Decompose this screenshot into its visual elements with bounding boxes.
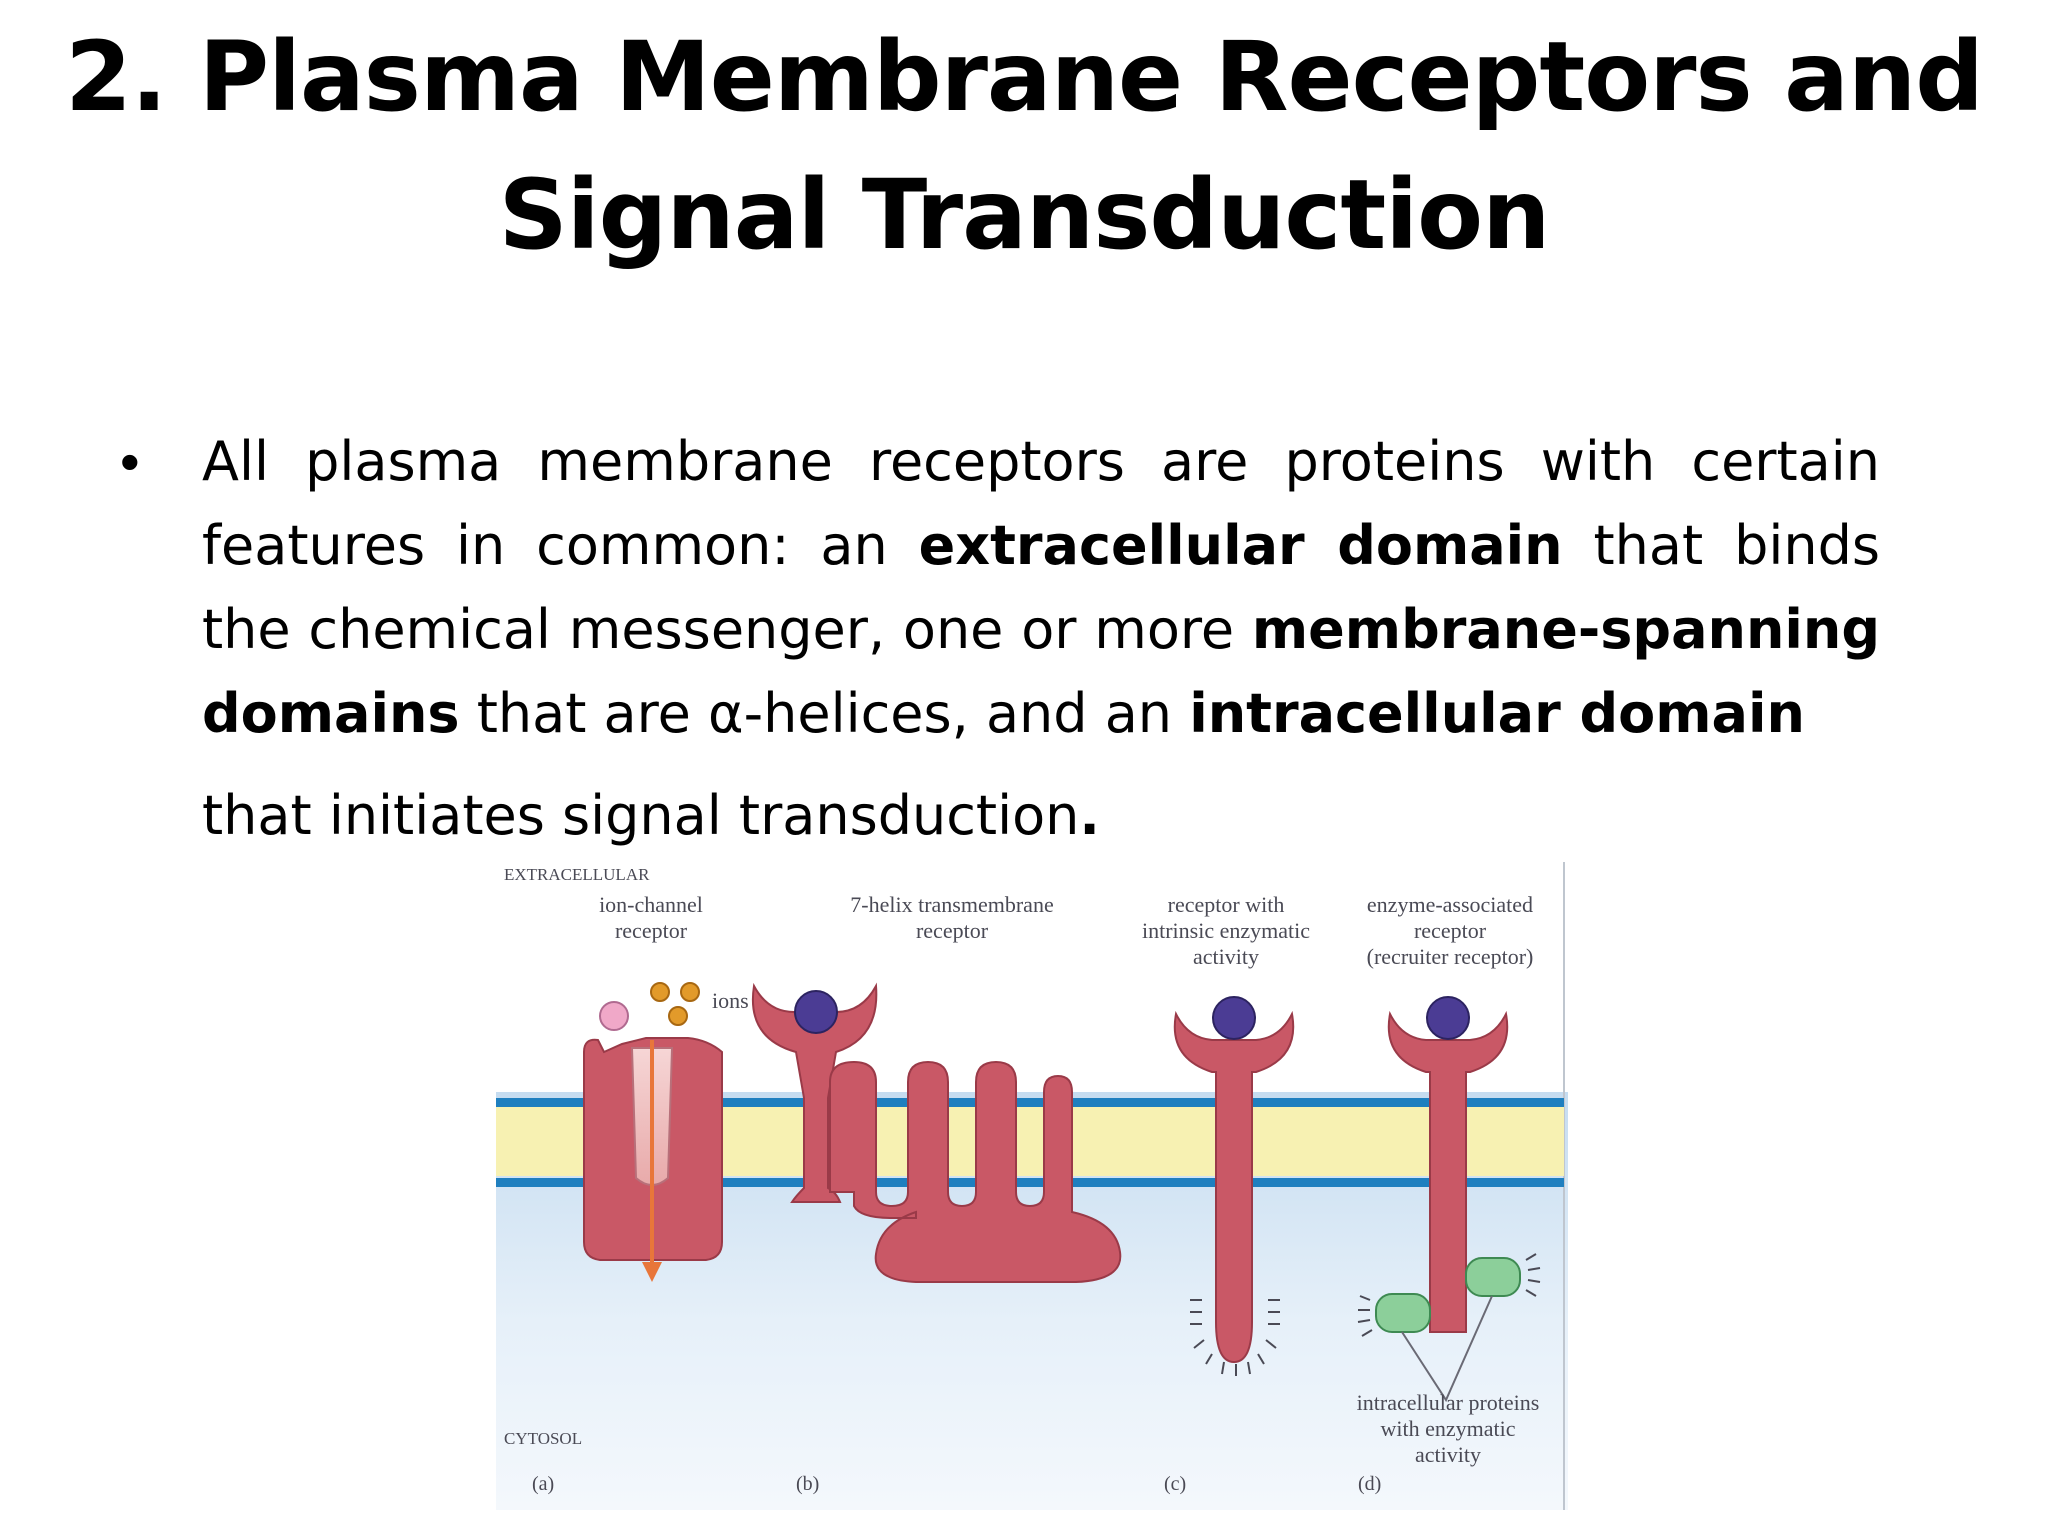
channel-ligand [599, 1001, 629, 1031]
bullet-text-last-line: that initiates signal transduction. [202, 774, 1880, 858]
panel-d-label-line-2: receptor [1414, 918, 1487, 943]
ion-flow-arrowhead [642, 1262, 662, 1282]
receptor-types-figure: EXTRACELLULAR CYTOSOL ion-channel recept… [496, 862, 1568, 1510]
intracellular-proteins-label-line-1: intracellular proteins [1357, 1390, 1540, 1415]
panel-b-7-helix-receptor: 7-helix transmembrane receptor (b) [751, 892, 1122, 1495]
enzymatic-receptor-protein [1173, 1010, 1295, 1364]
bullet-text: All plasma membrane receptors are protei… [202, 420, 1880, 858]
enzyme-associated-receptor-ligand [1426, 996, 1470, 1040]
bullet-text-part-1: All plasma membrane receptors are protei… [202, 430, 1880, 577]
panel-a-letter: (a) [532, 1473, 554, 1495]
cytosol-label: CYTOSOL [504, 1429, 582, 1448]
intracellular-enzyme-protein [1375, 1293, 1431, 1333]
intracellular-proteins-label-line-3: activity [1415, 1442, 1481, 1467]
slide-title-line-2: Signal Transduction [498, 159, 1551, 271]
panel-d-enzyme-associated-receptor: enzyme-associated receptor (recruiter re… [1357, 892, 1541, 1495]
seven-helix-domains [829, 1060, 1122, 1283]
activity-rays [1190, 1299, 1280, 1376]
bullet-text-part-3: that are α-helices, and an [459, 682, 1190, 745]
intracellular-proteins-label-line-2: with enzymatic [1380, 1416, 1515, 1441]
panel-a-label-line-1: ion-channel [599, 892, 703, 917]
enzymatic-receptor-ligand [1212, 996, 1256, 1040]
ion-particle [680, 982, 700, 1002]
pointer-lines [1401, 1295, 1493, 1403]
bullet-text-part-2: that binds the chemical messenger, one o… [202, 514, 1880, 661]
term-membrane-spanning-domains: membrane-spanning domains [202, 598, 1880, 745]
panel-c-label-line-1: receptor with [1168, 892, 1285, 917]
panel-b-label-line-1: 7-helix transmembrane [850, 892, 1053, 917]
panel-c-letter: (c) [1164, 1473, 1186, 1495]
panel-d-label-line-1: enzyme-associated [1367, 892, 1533, 917]
panel-b-label-line-2: receptor [916, 918, 989, 943]
panel-d-label-line-3: (recruiter receptor) [1367, 944, 1534, 969]
slide-title: 2. Plasma Membrane Receptors and Signal … [0, 8, 2048, 284]
panel-d-letter: (d) [1358, 1473, 1381, 1495]
panel-c-label-line-3: activity [1193, 944, 1259, 969]
gpcr-ligand [794, 990, 838, 1034]
bullet-period: . [1079, 784, 1100, 847]
intracellular-enzyme-protein [1465, 1257, 1521, 1297]
panel-a-label-line-2: receptor [615, 918, 688, 943]
panel-a-ion-channel-receptor: ion-channel receptor ions (a) [532, 892, 749, 1495]
panel-c-label-line-2: intrinsic enzymatic [1142, 918, 1310, 943]
activity-rays [1357, 1253, 1541, 1337]
panel-b-letter: (b) [796, 1473, 819, 1495]
ion-particle [668, 1006, 688, 1026]
bullet-marker: • [120, 430, 140, 493]
ions-label: ions [712, 988, 749, 1013]
extracellular-label: EXTRACELLULAR [504, 865, 650, 884]
slide-title-line-1: 2. Plasma Membrane Receptors and [65, 21, 1984, 133]
panel-c-enzymatic-receptor: receptor with intrinsic enzymatic activi… [1142, 892, 1310, 1495]
term-extracellular-domain: extracellular domain [918, 514, 1563, 577]
term-intracellular-domain: intracellular domain [1189, 682, 1805, 745]
bullet-text-part-4: that initiates signal transduction [202, 784, 1080, 847]
ion-particle [650, 982, 670, 1002]
enzyme-associated-receptor-protein [1387, 1010, 1509, 1333]
